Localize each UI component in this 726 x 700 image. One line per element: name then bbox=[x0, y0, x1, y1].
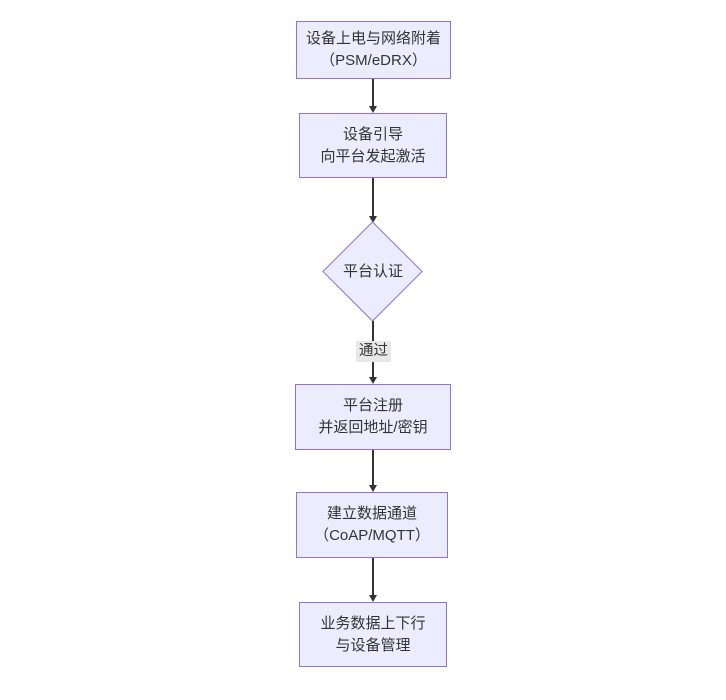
node-platform-auth-label: 平台认证 bbox=[342, 263, 403, 280]
node-platform-register: 平台注册 并返回地址/密钥 bbox=[295, 384, 451, 450]
node-power-network-attach: 设备上电与网络附着 （PSM/eDRX） bbox=[296, 21, 451, 79]
arrowhead-icon bbox=[369, 485, 377, 492]
edge-arrow-4 bbox=[368, 450, 378, 492]
node-bootstrap-activate: 设备引导 向平台发起激活 bbox=[299, 113, 447, 178]
node-label-line: （CoAP/MQTT） bbox=[314, 527, 430, 544]
edge-line bbox=[372, 79, 374, 106]
edge-arrow-1 bbox=[368, 79, 378, 113]
node-label-line: 与设备管理 bbox=[335, 636, 411, 654]
edge-line bbox=[372, 450, 374, 485]
edge-label-pass: 通过 bbox=[356, 341, 391, 362]
node-data-channel: 建立数据通道 （CoAP/MQTT） bbox=[296, 492, 448, 558]
node-label-line: 设备上电与网络附着 bbox=[305, 30, 441, 47]
node-label-line: 设备引导 bbox=[342, 125, 403, 143]
node-label-line: 平台注册 bbox=[342, 397, 403, 414]
edge-arrow-5 bbox=[368, 558, 378, 602]
arrowhead-icon bbox=[369, 377, 377, 384]
edge-line bbox=[372, 178, 374, 216]
arrowhead-icon bbox=[369, 595, 377, 602]
node-label-line: 并返回地址/密钥 bbox=[318, 419, 428, 436]
node-label-line: 向平台发起激活 bbox=[320, 147, 426, 165]
node-business-data: 业务数据上下行 与设备管理 bbox=[299, 602, 447, 667]
arrowhead-icon bbox=[369, 216, 377, 223]
node-label-line: 建立数据通道 bbox=[326, 505, 417, 522]
node-label-line: （PSM/eDRX） bbox=[320, 52, 427, 69]
node-label-line: 业务数据上下行 bbox=[320, 614, 426, 632]
edge-line bbox=[372, 558, 374, 595]
edge-arrow-2 bbox=[368, 178, 378, 223]
arrowhead-icon bbox=[369, 106, 377, 113]
